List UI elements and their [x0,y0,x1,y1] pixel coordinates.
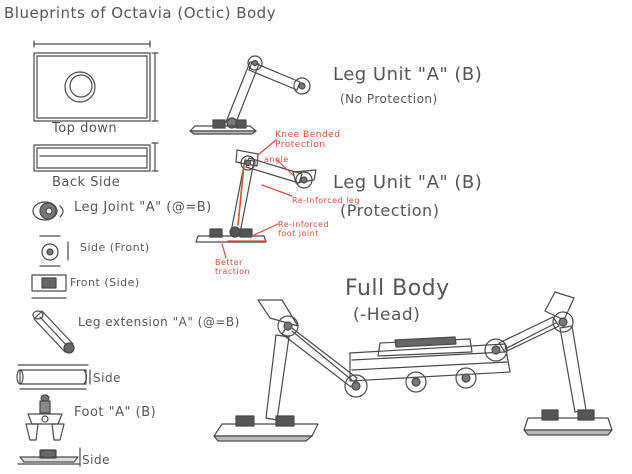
top-down-sketch [33,40,159,122]
leg-extension-sketch [32,310,75,354]
leg-unit-b-label: Leg Unit "A" (B) [333,172,483,193]
leg-unit-b-sketch [195,149,317,243]
front-side-label: Front (Side) [70,276,140,289]
reinforced-leg-annotation: Re-Inforced leg [292,196,360,205]
back-side-label: Back Side [52,175,121,190]
leg-unit-b-note: (Protection) [340,201,440,220]
foot-label: Foot "A" (B) [74,405,157,420]
leg-joint-label: Leg Joint "A" (@=B) [74,200,212,215]
leg-unit-a-note: (No Protection) [340,92,438,106]
leg-extension-side-label: Side [93,371,121,385]
joint-side-sketch [39,235,69,267]
side-front-label: Side (Front) [80,241,150,254]
leg-unit-a-label: Leg Unit "A" (B) [333,64,483,85]
leg-joint-sketch [32,201,64,221]
full-body-sketch [213,291,613,442]
annotation-leaders [221,139,295,259]
foot-sketch [25,394,65,441]
foot-joint-annotation: Re-inforced foot joint [278,220,330,238]
page-title: Blueprints of Octavia (Octic) Body [4,4,277,22]
leg-extension-side-sketch [16,364,91,390]
back-side-sketch [33,142,159,172]
angle-annotation: angle [264,155,289,164]
top-down-label: Top down [52,121,118,136]
full-body-label: Full Body [345,276,450,301]
foot-side-label: Side [82,453,110,467]
leg-unit-a-sketch [189,55,311,135]
joint-front-sketch [31,274,67,299]
full-body-note: (-Head) [353,305,421,325]
traction-annotation: Better traction [215,258,251,276]
foot-side-sketch [17,447,81,467]
knee-protection-annotation: Knee Bended Protection [275,130,341,150]
leg-extension-label: Leg extension "A" (@=B) [78,315,240,329]
